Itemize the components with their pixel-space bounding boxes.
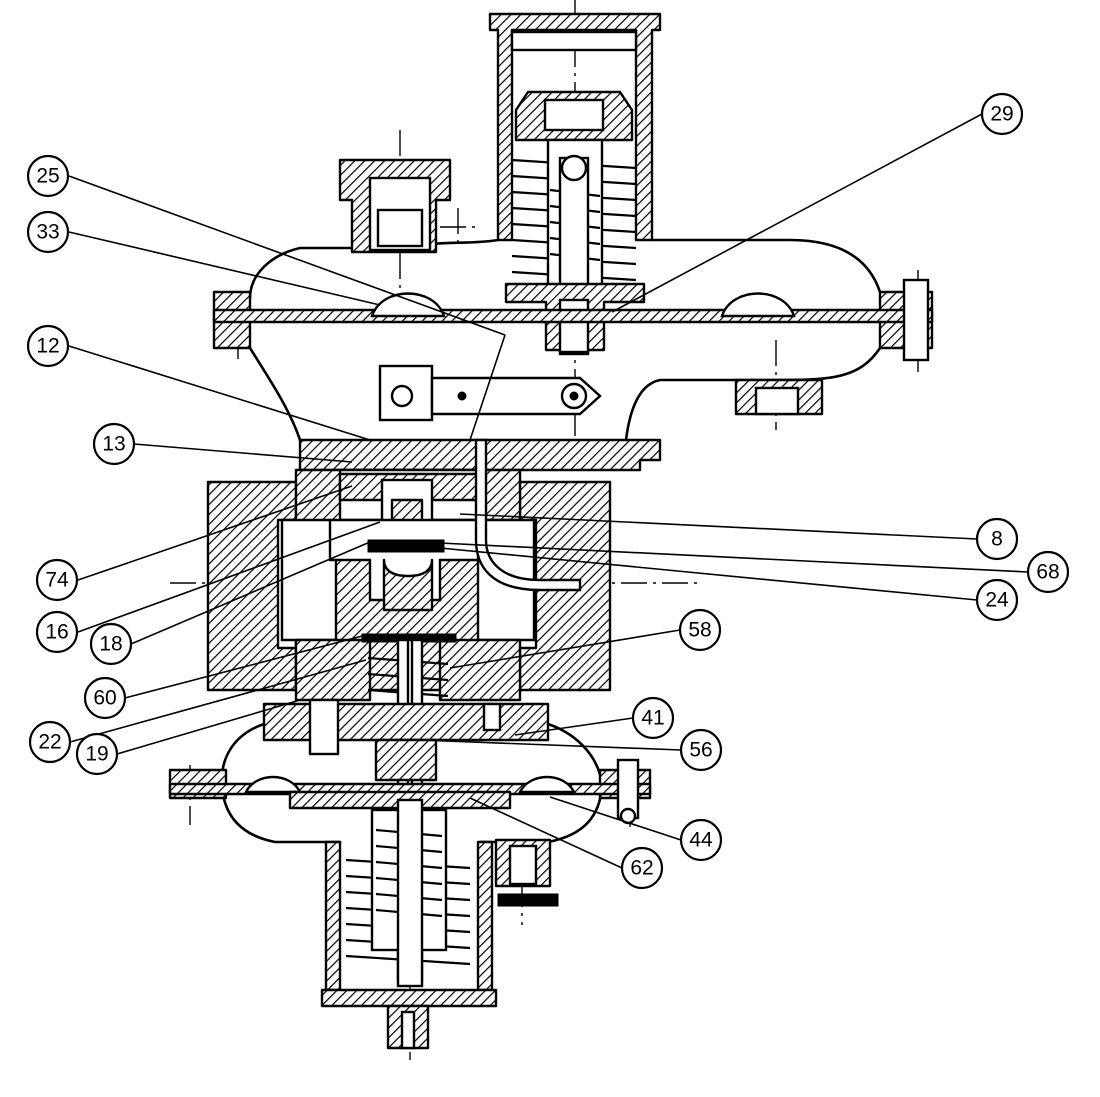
callout-label: 74 [45, 569, 69, 592]
callout-8: 8 [975, 517, 1019, 561]
callout-label: 22 [38, 731, 61, 754]
callout-label: 24 [985, 589, 1009, 612]
callout-label: 44 [689, 829, 713, 852]
callout-62: 62 [620, 846, 664, 890]
callout-12: 12 [26, 324, 70, 368]
callout-label: 13 [102, 433, 125, 456]
callout-60: 60 [83, 676, 127, 720]
callout-label: 68 [1036, 561, 1059, 584]
callout-56: 56 [679, 728, 723, 772]
callout-33: 33 [26, 210, 70, 254]
callout-24: 24 [975, 578, 1019, 622]
spring-cap [488, 12, 662, 242]
callout-19: 19 [75, 732, 119, 776]
callout-13: 13 [92, 422, 136, 466]
callout-label: 19 [85, 743, 108, 766]
lever-mechanism [378, 364, 602, 422]
callout-25: 25 [26, 154, 70, 198]
callout-label: 12 [36, 335, 59, 358]
callout-label: 33 [36, 221, 59, 244]
callout-18: 18 [89, 622, 133, 666]
upper-housing [212, 158, 934, 442]
callout-16: 16 [35, 610, 79, 654]
callout-label: 16 [45, 621, 68, 644]
callout-label: 8 [991, 528, 1003, 551]
callout-label: 41 [641, 707, 664, 730]
callout-22: 22 [28, 720, 72, 764]
callout-label: 29 [990, 103, 1013, 126]
callout-44: 44 [679, 818, 723, 862]
leader-lines [68, 113, 1029, 869]
valve-body [206, 438, 662, 692]
callout-68: 68 [1026, 550, 1070, 594]
callout-label: 25 [36, 165, 59, 188]
callout-29: 29 [980, 92, 1024, 136]
callout-label: 60 [93, 687, 116, 710]
callout-label: 18 [99, 633, 122, 656]
callout-58: 58 [678, 608, 722, 652]
lower-spring-housing [320, 798, 559, 1050]
callout-label: 56 [689, 739, 712, 762]
callout-label: 62 [630, 857, 653, 880]
callout-label: 58 [688, 619, 711, 642]
callout-41: 41 [631, 696, 675, 740]
callout-74: 74 [35, 558, 79, 602]
callouts: 25 33 29 12 13 74 16 18 8 68 24 58 60 22… [26, 92, 1070, 890]
